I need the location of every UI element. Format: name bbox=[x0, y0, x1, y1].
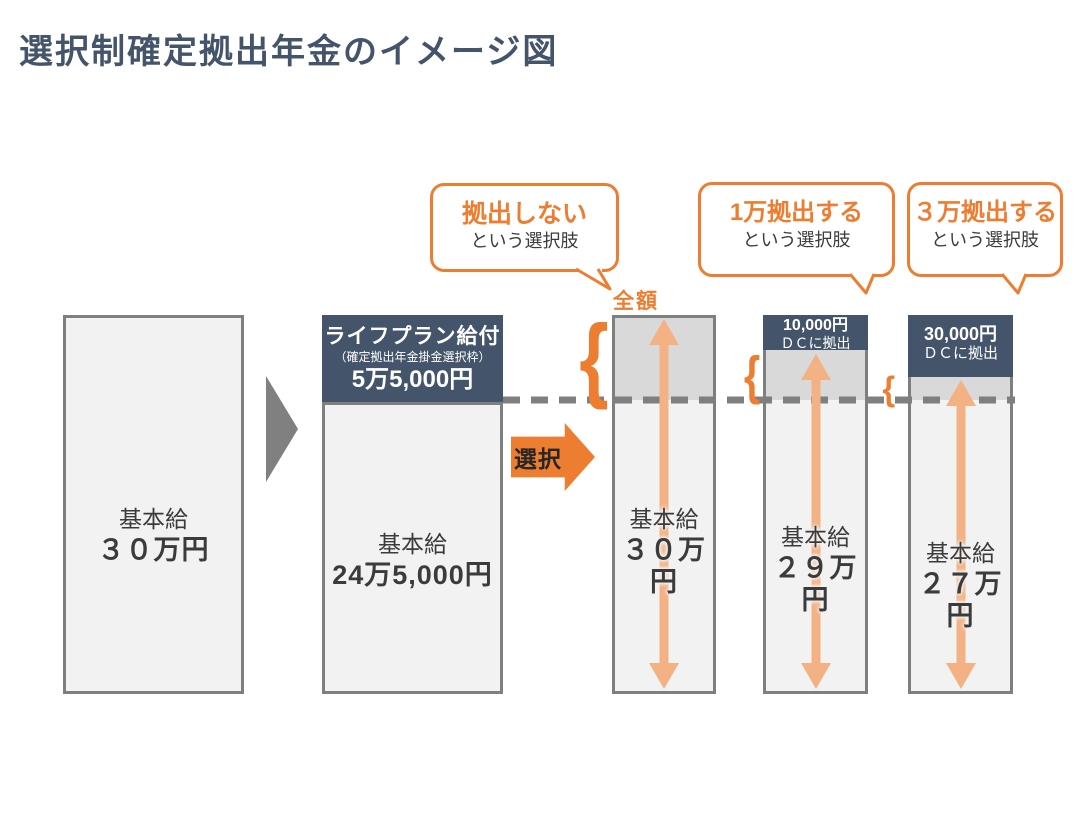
select-arrow-label: 選択 bbox=[513, 446, 562, 472]
full-amount-label: 全額 bbox=[613, 290, 659, 313]
brace-icon: { bbox=[579, 307, 609, 411]
salary-range-arrow-icon bbox=[946, 380, 976, 689]
bar-option-30000-text: 基本給 ２７万円 bbox=[908, 538, 1013, 632]
bubble-subtitle: という選択肢 bbox=[742, 230, 851, 250]
bubble-subtitle: という選択肢 bbox=[931, 230, 1039, 250]
salary-amount: ３０万円 bbox=[622, 535, 706, 597]
bubble-title: 拠出しない bbox=[461, 200, 587, 228]
dc-contribution-box: 30,000円 ＤＣに拠出 bbox=[908, 315, 1013, 377]
bar-before-text: 基本給 ３０万円 bbox=[63, 504, 244, 566]
salary-amount: ２７万円 bbox=[918, 569, 1003, 631]
bubble-contribute-30000: ３万拠出する という選択肢 bbox=[907, 182, 1063, 277]
salary-amount: ３０万円 bbox=[97, 535, 210, 565]
bubble-no-contribution: 拠出しない という選択肢 bbox=[430, 183, 619, 272]
lifeplan-title: ライフプラン給付 bbox=[324, 325, 501, 348]
bubble-title: 1万拠出する bbox=[729, 199, 864, 226]
salary-label: 基本給 bbox=[781, 524, 850, 550]
lifeplan-caption: （確定拠出年金掛金選択枠） bbox=[334, 350, 491, 364]
brace-icon: { bbox=[743, 346, 761, 405]
salary-range-arrow-icon bbox=[649, 319, 679, 689]
bubble-title: ３万拠出する bbox=[913, 199, 1057, 226]
salary-amount: ２９万円 bbox=[773, 553, 858, 615]
bubble-subtitle: という選択肢 bbox=[470, 231, 579, 251]
bubble-tail-icon bbox=[575, 267, 612, 291]
bubble-contribute-10000: 1万拠出する という選択肢 bbox=[698, 182, 895, 277]
dc-amount: 10,000円 bbox=[783, 317, 848, 334]
bar-option-full-text: 基本給 ３０万円 bbox=[612, 504, 716, 598]
dc-contribution-box: 10,000円 ＤＣに拠出 bbox=[763, 315, 868, 351]
bar-split-text: 基本給 24万5,000円 bbox=[322, 529, 503, 591]
bubble-tail-icon bbox=[848, 273, 876, 295]
dc-target: ＤＣに拠出 bbox=[922, 345, 998, 362]
salary-label: 基本給 bbox=[119, 506, 188, 532]
bubble-tail-icon bbox=[1000, 273, 1028, 295]
salary-label: 基本給 bbox=[629, 506, 699, 532]
salary-label: 基本給 bbox=[926, 540, 995, 566]
dc-amount: 30,000円 bbox=[923, 324, 998, 344]
page-title: 選択制確定拠出年金のイメージ図 bbox=[19, 33, 559, 71]
select-arrow: 選択 bbox=[511, 423, 595, 491]
brace-icon: { bbox=[882, 370, 896, 409]
salary-label: 基本給 bbox=[378, 531, 447, 557]
dc-target: ＤＣに拠出 bbox=[780, 335, 851, 351]
bar-before-salary bbox=[63, 315, 244, 694]
bar-option-10000-text: 基本給 ２９万円 bbox=[763, 522, 868, 616]
salary-baseline-dashline bbox=[503, 396, 1015, 404]
salary-range-arrow-icon bbox=[801, 354, 831, 689]
salary-amount: 24万5,000円 bbox=[332, 560, 493, 590]
bar-split-salary bbox=[322, 402, 503, 694]
lifeplan-amount: 5万5,000円 bbox=[351, 366, 474, 393]
lifeplan-allowance-box: ライフプラン給付 （確定拠出年金掛金選択枠） 5万5,000円 bbox=[322, 315, 503, 402]
flow-arrow-icon bbox=[266, 376, 298, 482]
